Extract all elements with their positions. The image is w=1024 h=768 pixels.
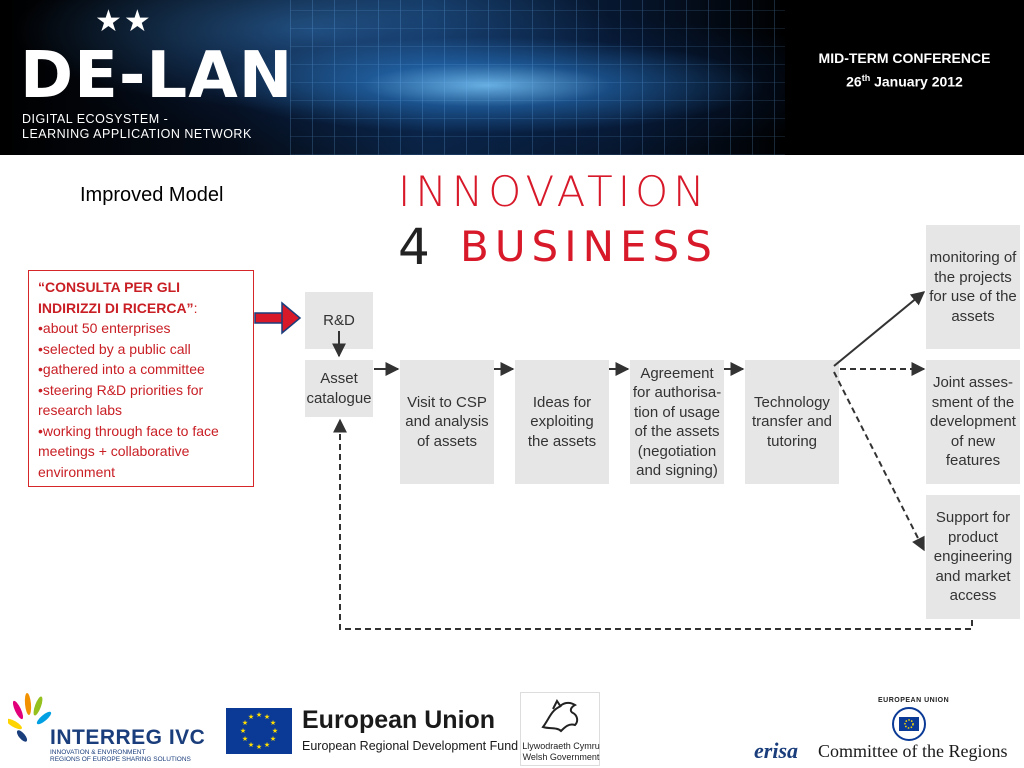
committee-of-regions-label: Committee of the Regions — [818, 741, 1008, 761]
box-asset-catalogue: Asset catalogue — [305, 360, 373, 417]
consulta-bullet: •working through face to face meetings +… — [38, 422, 219, 480]
welsh-government-logo — [520, 692, 600, 766]
logo-subtitle-line1: DIGITAL ECOSYSTEM - — [22, 112, 169, 126]
arrow-feedback-loop — [333, 418, 973, 630]
logo-title: DE-LAN — [20, 39, 294, 113]
svg-text:★: ★ — [270, 735, 276, 743]
svg-text:★: ★ — [240, 727, 246, 735]
box-technology-transfer-label: Technology transfer and tutoring — [751, 393, 833, 450]
box-visit-csp: Visit to CSP and analysis of assets — [400, 360, 494, 484]
date-month-year: January 2012 — [870, 73, 963, 90]
svg-text:★: ★ — [256, 711, 262, 719]
svg-text:★: ★ — [264, 713, 270, 721]
cor-emblem-icon — [892, 707, 926, 741]
svg-text:★: ★ — [248, 741, 254, 749]
box-technology-transfer: Technology transfer and tutoring — [745, 360, 839, 484]
red-arrow — [254, 301, 302, 335]
eu-flag-icon: ★★★★ ★★★★ ★★★★ — [226, 708, 292, 754]
box-support-label: Support for product engineering and mark… — [933, 509, 1013, 605]
banner-circuit-pattern — [290, 0, 785, 155]
svg-text:★: ★ — [248, 713, 254, 721]
consulta-bullet: •steering R&D priorities for research la… — [38, 381, 204, 419]
box-rd-label: R&D — [323, 311, 355, 329]
consulta-bullet: •gathered into a committee — [38, 361, 205, 377]
logo-subtitle-line2: LEARNING APPLICATION NETWORK — [22, 127, 252, 141]
consulta-bullet: •selected by a public call — [38, 340, 191, 357]
consulta-heading-colon: : — [193, 299, 198, 316]
box-asset-catalogue-label: Asset catalogue — [306, 370, 372, 407]
date-day: 26 — [846, 73, 862, 90]
conference-label: MID-TERM CONFERENCE 26th January 2012 — [785, 48, 1024, 92]
cor-eu-label: EUROPEAN UNION — [878, 697, 950, 704]
interreg-petals-icon — [8, 693, 52, 742]
brand-four: 4 — [398, 218, 430, 276]
stars-icon: ★★ — [95, 5, 153, 38]
arrow-tech-to-support — [833, 371, 925, 552]
conference-date: 26th January 2012 — [785, 68, 1024, 92]
header-bar: ★★ DE-LAN DIGITAL ECOSYSTEM - LEARNING A… — [0, 0, 1024, 155]
box-joint-assessment: Joint asses- sment of the development of… — [926, 360, 1020, 484]
interreg-logo: INTERREG IVC INNOVATION & ENVIRONMENT RE… — [8, 690, 218, 763]
svg-text:★: ★ — [270, 719, 276, 727]
box-ideas: Ideas for exploiting the assets — [515, 360, 609, 484]
eu-subtitle: European Regional Development Fund — [302, 739, 519, 753]
slide-subtitle: Improved Model — [80, 184, 224, 206]
consulta-heading: “CONSULTA PER GLI INDIRIZZI DI RICERCA” — [38, 279, 194, 316]
svg-text:★: ★ — [264, 741, 270, 749]
arrow-tech-to-monitoring — [833, 291, 926, 367]
box-visit-csp-label: Visit to CSP and analysis of assets — [405, 393, 489, 450]
brand-business: BUSINESS — [460, 222, 718, 271]
brand-innovation: INNOVATION — [398, 167, 710, 216]
box-monitoring: monitoring of the projects for use of th… — [926, 225, 1020, 349]
svg-text:★: ★ — [272, 727, 278, 735]
interreg-title: INTERREG IVC — [50, 726, 206, 749]
welsh-label-cy: Llywodraeth Cymru — [522, 741, 600, 751]
welsh-label-en: Welsh Government — [522, 752, 600, 762]
svg-text:★: ★ — [242, 735, 248, 743]
box-agreement-label: Agreement for authorisa- tion of usage o… — [632, 364, 722, 480]
consulta-text-box: “CONSULTA PER GLI INDIRIZZI DI RICERCA”:… — [28, 270, 254, 487]
box-monitoring-label: monitoring of the projects for use of th… — [929, 249, 1017, 325]
box-support: Support for product engineering and mark… — [926, 495, 1020, 619]
interreg-subtitle-2: REGIONS OF EUROPE SHARING SOLUTIONS — [50, 756, 191, 763]
box-ideas-label: Ideas for exploiting the assets — [527, 393, 597, 450]
erisa-logo: erisa — [754, 738, 798, 763]
interreg-subtitle-1: INNOVATION & ENVIRONMENT — [50, 749, 146, 756]
svg-text:★: ★ — [256, 743, 262, 751]
date-ordinal: th — [861, 73, 871, 83]
eu-title: European Union — [302, 706, 496, 734]
conference-title: MID-TERM CONFERENCE — [818, 50, 991, 66]
box-agreement: Agreement for authorisa- tion of usage o… — [630, 360, 724, 484]
dragon-icon — [541, 699, 579, 733]
banner-image — [0, 0, 785, 155]
consulta-bullet: •about 50 enterprises — [38, 320, 171, 336]
box-joint-assessment-label: Joint asses- sment of the development of… — [930, 374, 1016, 470]
svg-text:★: ★ — [242, 719, 248, 727]
